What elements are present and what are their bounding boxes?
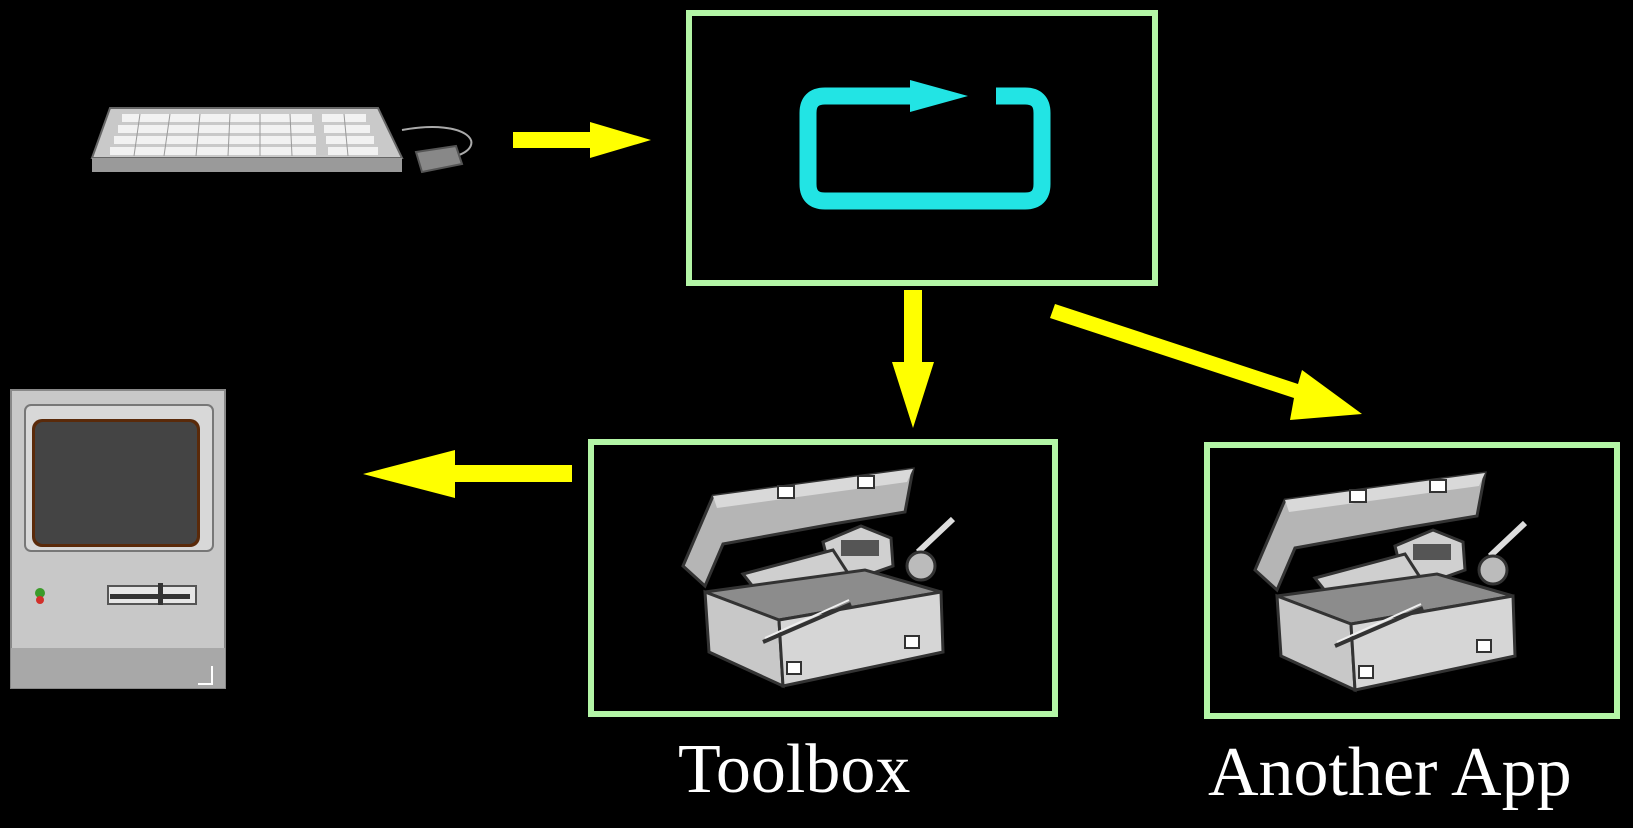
arrow-loop-to-another-app	[1050, 304, 1362, 420]
arrow-toolbox-to-screen	[363, 450, 572, 498]
toolbox-box	[588, 439, 1058, 717]
another-app-box	[1204, 442, 1620, 719]
toolbox-icon	[683, 469, 953, 686]
arrow-input-to-loop	[513, 122, 651, 158]
toolbox-label: Toolbox	[678, 731, 911, 808]
another-app-toolbox-icon	[1255, 473, 1525, 690]
macintosh-icon	[10, 389, 226, 689]
another-app-label: Another App	[1208, 734, 1572, 811]
event-loop-icon	[799, 80, 1051, 210]
event-loop-box	[686, 10, 1158, 286]
keyboard-mouse-icon	[90, 107, 473, 174]
arrow-loop-to-toolbox	[892, 290, 934, 428]
